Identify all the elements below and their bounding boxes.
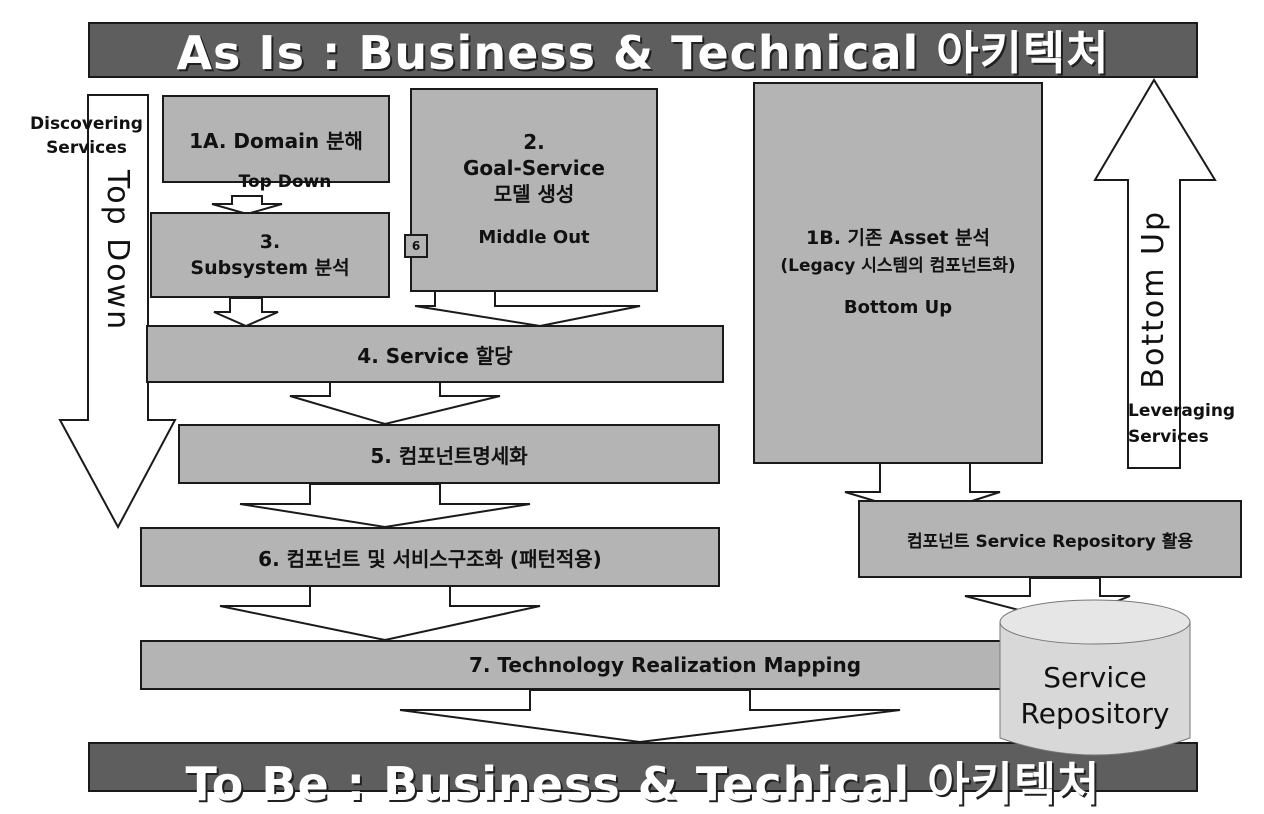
- step-2-line3: 모델 생성: [493, 182, 575, 206]
- step-1b-line2: (Legacy 시스템의 컴포넌트화): [780, 256, 1016, 276]
- repository-line1: Service: [1043, 661, 1147, 694]
- step-1b-line1: 1B. 기존 Asset 분석: [806, 227, 990, 249]
- service-repository-cylinder: [999, 599, 1191, 756]
- step-3-line1: 3.: [259, 230, 281, 253]
- step-4-box: 4. Service 할당: [146, 325, 724, 383]
- step-1a-title: 1A. Domain 분해: [189, 128, 363, 153]
- as-is-band: As Is : Business & Technical 아키텍처: [88, 22, 1198, 80]
- step-5-box: 5. 컴포넌트명세화: [178, 424, 720, 484]
- arrow-3-4: [213, 297, 279, 328]
- arrow-6-7: [219, 585, 541, 642]
- discovering-services-note: Discovering Services: [30, 112, 143, 160]
- step-7-label: 7. Technology Realization Mapping: [468, 653, 862, 677]
- step-5-label: 5. 컴포넌트명세화: [370, 443, 528, 468]
- arrow-5-6: [239, 483, 531, 529]
- leveraging-line2: Services: [1128, 427, 1209, 447]
- repository-label: Service Repository: [1000, 660, 1190, 732]
- step-2-line2: Goal-Service: [463, 156, 605, 180]
- leveraging-line1: Leveraging: [1128, 401, 1236, 421]
- bottom-up-arrow-label: Bottom Up: [1136, 210, 1171, 389]
- step-3-line2: Subsystem 분석: [190, 256, 350, 279]
- step-2-approach: Middle Out: [478, 227, 590, 248]
- arrow-7-tobe: [399, 689, 901, 744]
- bottom-up-arrow: [1093, 78, 1217, 469]
- step-2-line1: 2.: [523, 130, 545, 154]
- discovering-line1: Discovering: [30, 114, 143, 134]
- small-marker: 6: [404, 234, 428, 258]
- step-6-label: 6. 컴포넌트 및 서비스구조화 (패턴적용): [258, 546, 602, 571]
- step-4-label: 4. Service 할당: [357, 343, 513, 368]
- arrow-1a-3: [211, 195, 283, 216]
- step-6-box: 6. 컴포넌트 및 서비스구조화 (패턴적용): [140, 527, 720, 587]
- repo-usage-box: 컴포넌트 Service Repository 활용: [858, 500, 1242, 578]
- as-is-band-label: As Is : Business & Technical 아키텍처: [176, 26, 1110, 80]
- step-1a-approach: Top Down: [238, 172, 332, 192]
- step-2-box: 2. Goal-Service 모델 생성 Middle Out: [410, 88, 658, 292]
- step-3-box: 3. Subsystem 분석: [150, 212, 390, 298]
- step-1b-box: 1B. 기존 Asset 분석 (Legacy 시스템의 컴포넌트화) Bott…: [753, 82, 1043, 464]
- step-1a-box: 1A. Domain 분해: [162, 95, 390, 183]
- repo-usage-label: 컴포넌트 Service Repository 활용: [907, 531, 1193, 552]
- discovering-line2: Services: [46, 138, 127, 158]
- small-marker-label: 6: [411, 239, 421, 253]
- step-1b-approach: Bottom Up: [843, 297, 953, 318]
- arrow-2-4: [414, 289, 641, 328]
- arrow-4-5: [289, 381, 501, 426]
- repository-line2: Repository: [1020, 697, 1170, 730]
- flow-arrows: [58, 78, 1217, 744]
- top-down-arrow: [58, 94, 177, 530]
- top-down-arrow-label: Top Down: [100, 170, 135, 332]
- leveraging-services-note: Leveraging Services: [1128, 398, 1235, 450]
